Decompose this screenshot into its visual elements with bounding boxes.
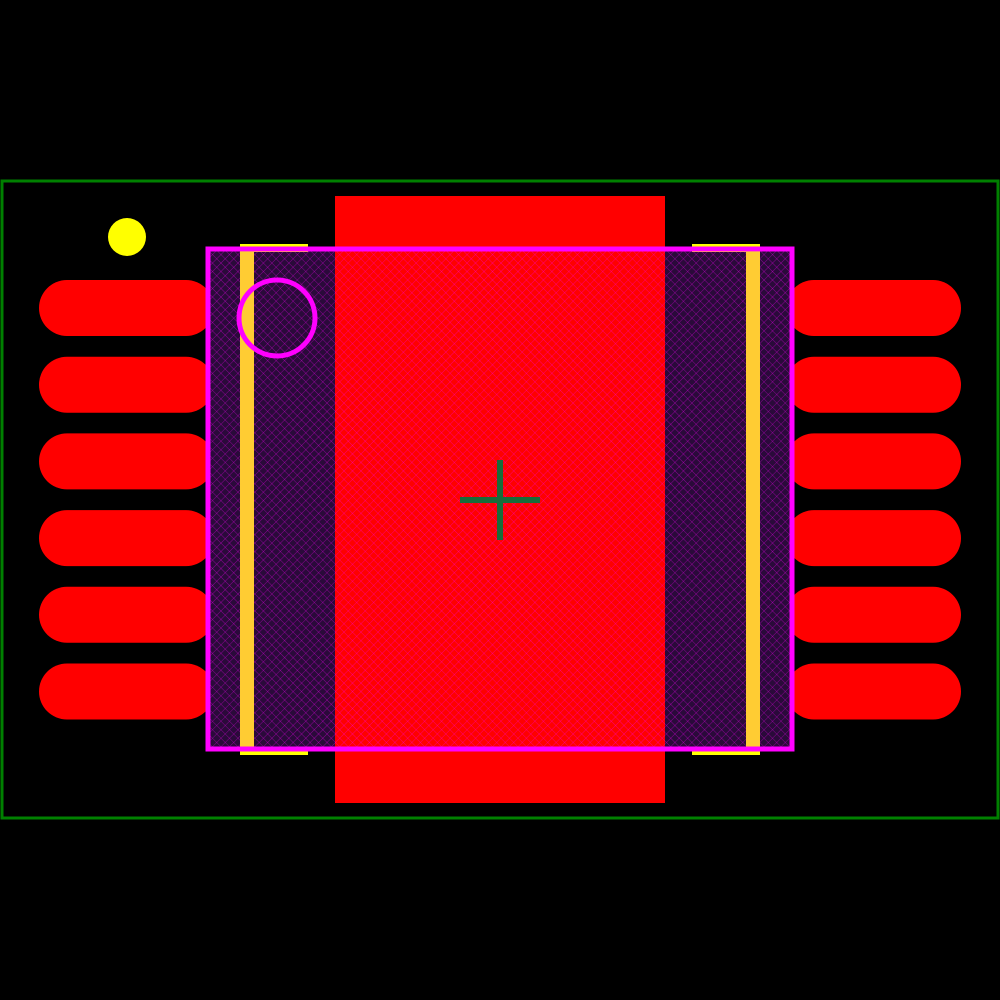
fab-body-outline [205,246,795,752]
left-pad-row [39,280,214,720]
pad-left-4[interactable] [39,510,214,567]
right-pad-row [786,280,961,720]
pad-left-5[interactable] [39,586,214,643]
center-crosshair [460,460,540,540]
pad-right-12[interactable] [786,280,961,336]
pad-right-7[interactable] [786,663,961,720]
pad-right-9[interactable] [786,510,961,567]
pin1-fab-circle [236,277,318,359]
pin1-silk-dot [108,218,146,256]
pad-left-3[interactable] [39,433,214,490]
pad-right-10[interactable] [786,433,961,490]
pad-right-11[interactable] [786,356,961,413]
pad-left-6[interactable] [39,663,214,720]
silk-line-left [240,252,254,748]
pad-left-2[interactable] [39,356,214,413]
pad-right-8[interactable] [786,586,961,643]
pad-left-1[interactable] [39,280,214,336]
courtyard-outline [0,179,1000,820]
silk-line-right [746,252,760,748]
